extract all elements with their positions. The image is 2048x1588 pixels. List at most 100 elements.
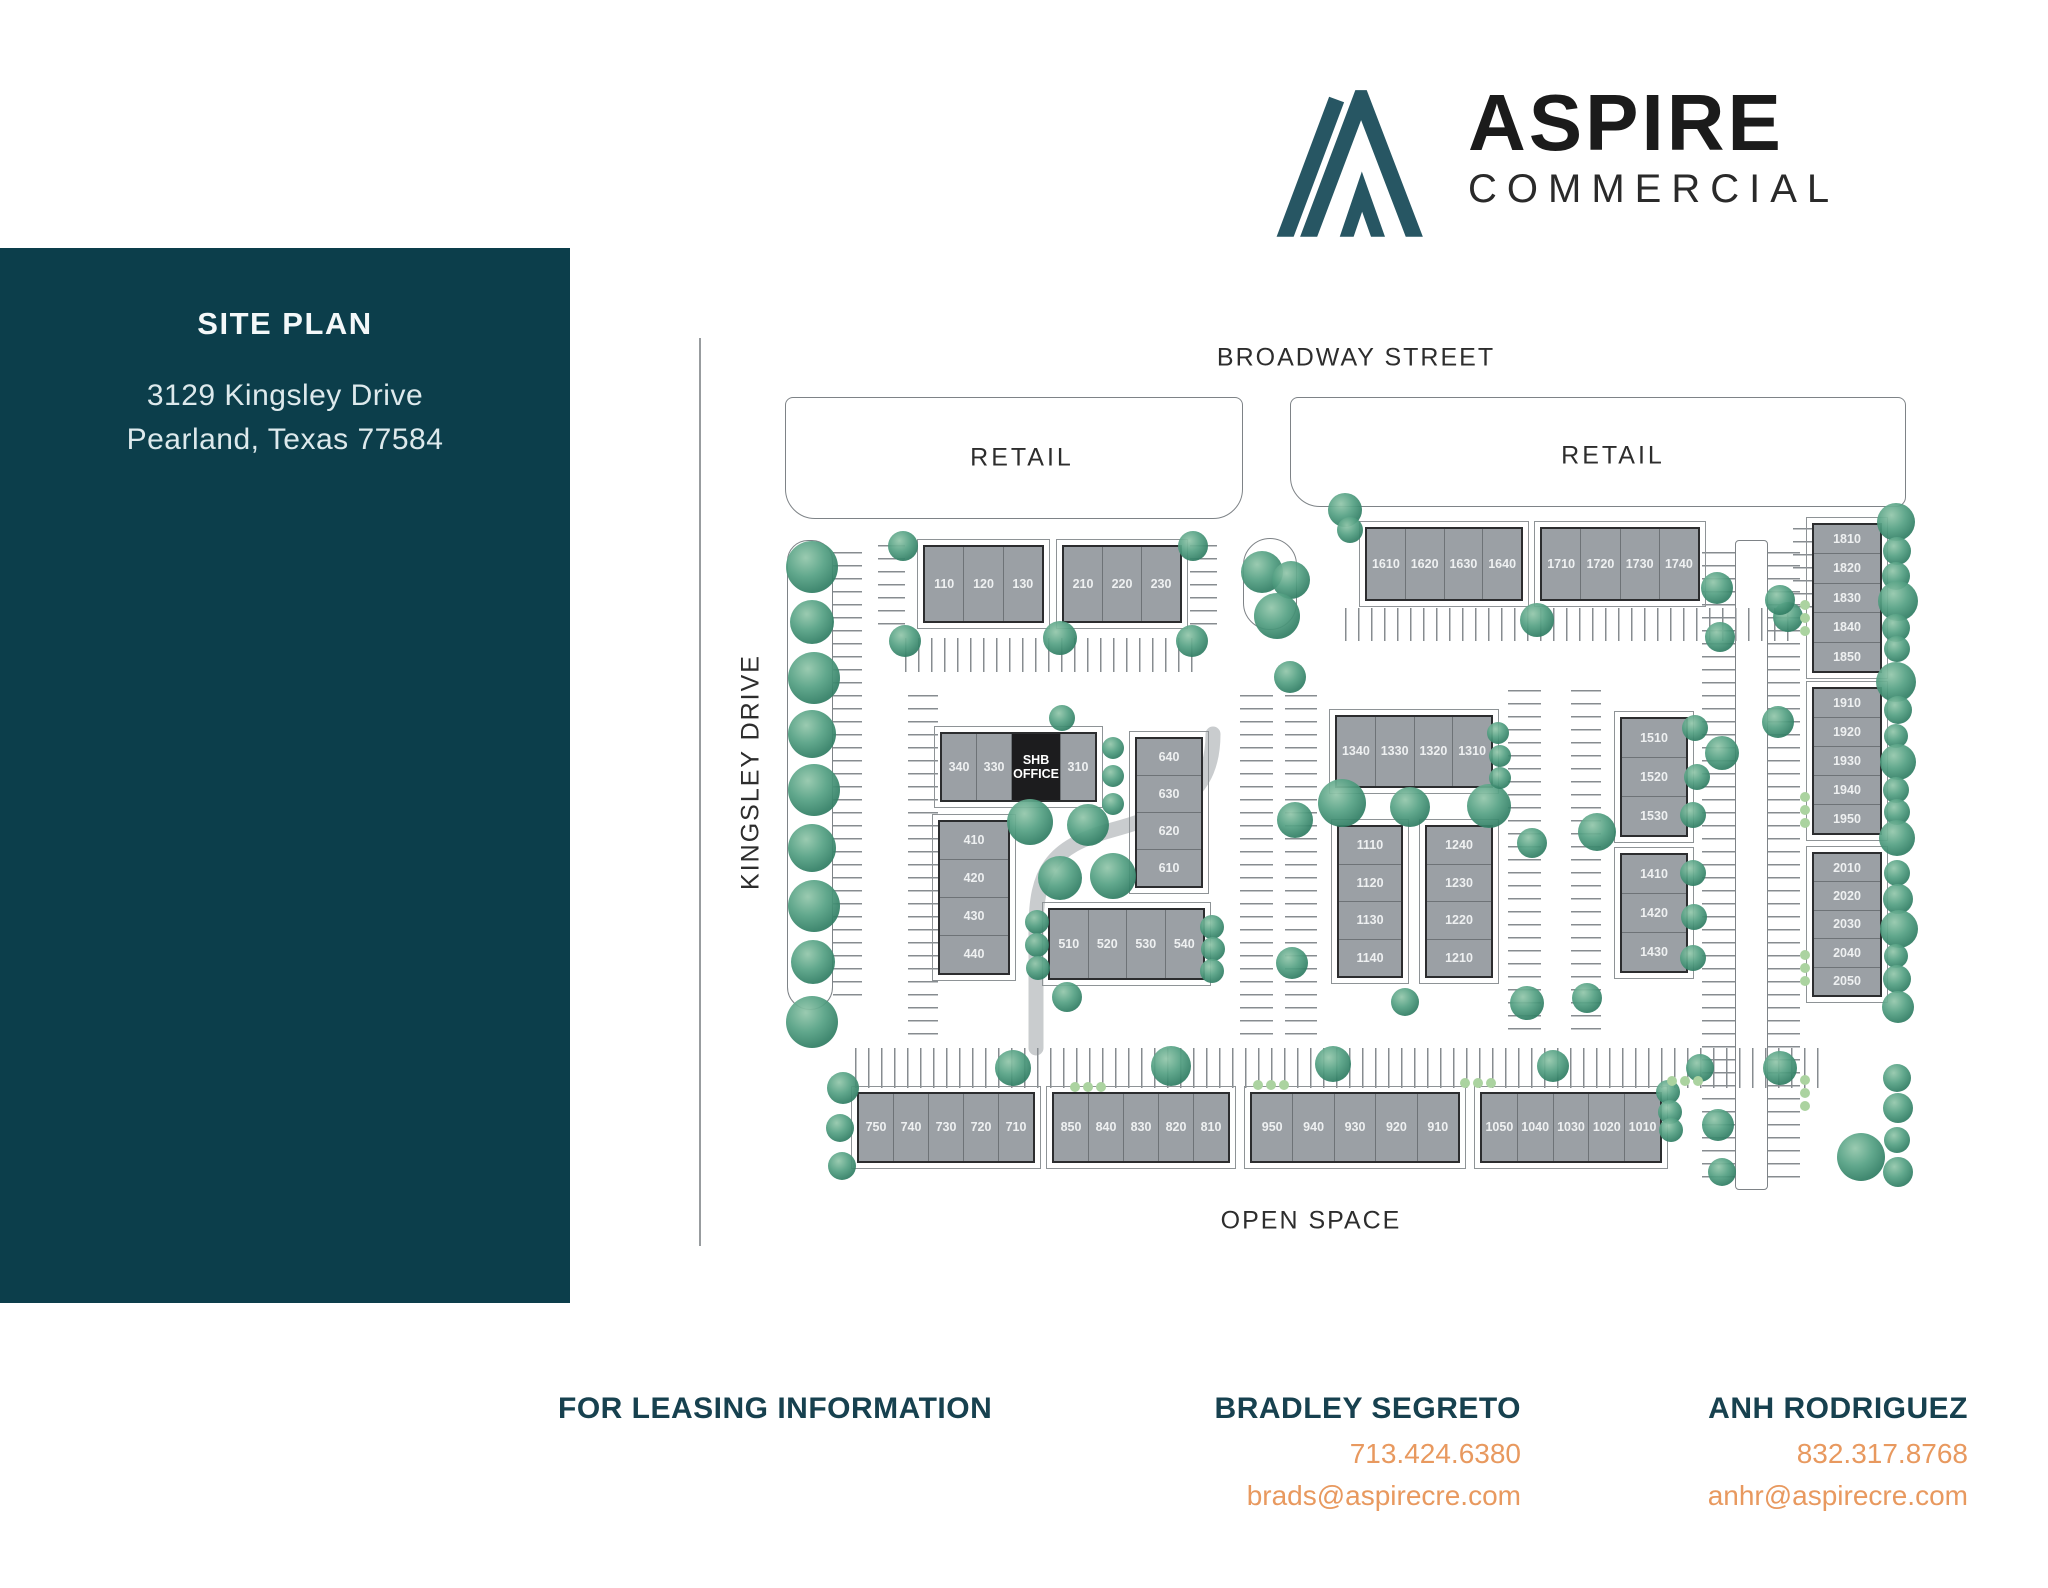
bush-dot xyxy=(1800,1075,1810,1085)
unit-520: 520 xyxy=(1087,910,1127,978)
unit-620: 620 xyxy=(1137,812,1201,849)
address-line-1: 3129 Kingsley Drive xyxy=(146,379,424,412)
tree-icon xyxy=(1765,585,1795,615)
aspire-logo-mark-icon xyxy=(1276,90,1423,237)
unit-630: 630 xyxy=(1137,775,1201,812)
tree-icon xyxy=(1680,802,1706,828)
tree-icon xyxy=(1578,813,1616,851)
bush-dot xyxy=(1253,1080,1263,1090)
tree-icon xyxy=(1026,956,1050,980)
bush-dot xyxy=(1266,1080,1276,1090)
bush-dot xyxy=(1800,805,1810,815)
unit-1320: 1320 xyxy=(1413,717,1453,786)
bush-dot xyxy=(1096,1082,1106,1092)
unit-330: 330 xyxy=(976,734,1011,800)
bush-dot xyxy=(1460,1078,1470,1088)
unit-1710: 1710 xyxy=(1547,556,1576,571)
tree-icon xyxy=(1682,715,1708,741)
bush-icon xyxy=(1460,1078,1496,1088)
unit-950: 950 xyxy=(1261,1120,1283,1135)
contact-phone: 832.317.8768 xyxy=(1796,1438,1968,1469)
unit-710: 710 xyxy=(998,1094,1033,1161)
contact-bradley-segreto: BRADLEY SEGRETO 713.424.6380 brads@aspir… xyxy=(1215,1392,1521,1512)
tree-icon xyxy=(788,652,840,704)
tree-icon xyxy=(1277,802,1313,838)
bush-dot xyxy=(1680,1076,1690,1086)
outline-east-drive xyxy=(1735,540,1768,1190)
parking-strip xyxy=(1508,690,1541,1035)
tree-icon xyxy=(1102,793,1124,815)
tree-icon xyxy=(1705,622,1735,652)
bush-icon xyxy=(1800,792,1810,828)
unit-920: 920 xyxy=(1375,1094,1416,1161)
bush-icon xyxy=(1667,1076,1703,1086)
tree-icon xyxy=(1025,933,1049,957)
bush-dot xyxy=(1800,976,1810,986)
unit-940: 940 xyxy=(1292,1094,1333,1161)
tree-icon xyxy=(1043,621,1077,655)
tree-icon xyxy=(1762,706,1794,738)
tree-icon xyxy=(1882,991,1914,1023)
tree-icon xyxy=(1884,696,1912,724)
unit-310: 310 xyxy=(1059,734,1095,800)
unit-1140: 1140 xyxy=(1339,938,1401,977)
outline-retail-east-pad xyxy=(1290,397,1906,507)
unit-740: 740 xyxy=(893,1094,928,1161)
tree-icon xyxy=(1877,503,1915,541)
bush-dot xyxy=(1473,1078,1483,1088)
tree-icon xyxy=(1572,983,1602,1013)
unit-1010: 1010 xyxy=(1624,1094,1660,1161)
unit-1850: 1850 xyxy=(1814,641,1880,671)
tree-icon xyxy=(1517,828,1547,858)
bush-dot xyxy=(1800,1088,1810,1098)
unit-1030: 1030 xyxy=(1552,1094,1589,1161)
tree-icon xyxy=(1884,944,1908,968)
unit-2010: 2010 xyxy=(1833,860,1861,875)
unit-410: 410 xyxy=(963,833,985,848)
tree-icon xyxy=(1763,1051,1797,1085)
label-kingsley-drive: KINGSLEY DRIVE xyxy=(736,654,765,890)
unit-510: 510 xyxy=(1058,936,1080,951)
tree-icon xyxy=(790,600,834,644)
tree-icon xyxy=(1467,784,1511,828)
unit-1810: 1810 xyxy=(1833,532,1861,547)
unit-210: 210 xyxy=(1072,576,1094,591)
bush-dot xyxy=(1070,1082,1080,1092)
bush-dot xyxy=(1083,1082,1093,1092)
contact-phone: 713.424.6380 xyxy=(1349,1438,1521,1469)
unit-1830: 1830 xyxy=(1814,582,1880,612)
unit-840: 840 xyxy=(1088,1094,1123,1161)
unit-440: 440 xyxy=(940,935,1008,973)
unit-820: 820 xyxy=(1158,1094,1193,1161)
tree-icon xyxy=(1176,625,1208,657)
parking-strip xyxy=(1571,690,1601,1035)
tree-icon xyxy=(888,531,918,561)
parking-strip xyxy=(1768,552,1800,1188)
page-title: SITE PLAN xyxy=(197,306,373,341)
tree-icon xyxy=(1102,765,1124,787)
unit-830: 830 xyxy=(1123,1094,1158,1161)
unit-910: 910 xyxy=(1416,1094,1458,1161)
tree-icon xyxy=(1879,820,1915,856)
tree-icon xyxy=(1007,799,1053,845)
bush-dot xyxy=(1800,792,1810,802)
unit-1640: 1640 xyxy=(1482,529,1521,599)
unit-1430: 1430 xyxy=(1622,932,1686,971)
unit-530: 530 xyxy=(1126,910,1165,978)
unit-1820: 1820 xyxy=(1814,553,1880,582)
parking-strip xyxy=(1285,695,1317,1040)
bush-icon xyxy=(1800,600,1810,636)
tree-icon xyxy=(1276,947,1308,979)
unit-340: 340 xyxy=(948,759,970,774)
tree-icon xyxy=(1318,779,1366,827)
bush-dot xyxy=(1800,1101,1810,1111)
logo-title: ASPIRE xyxy=(1468,78,1784,167)
unit-1110: 1110 xyxy=(1356,838,1384,853)
